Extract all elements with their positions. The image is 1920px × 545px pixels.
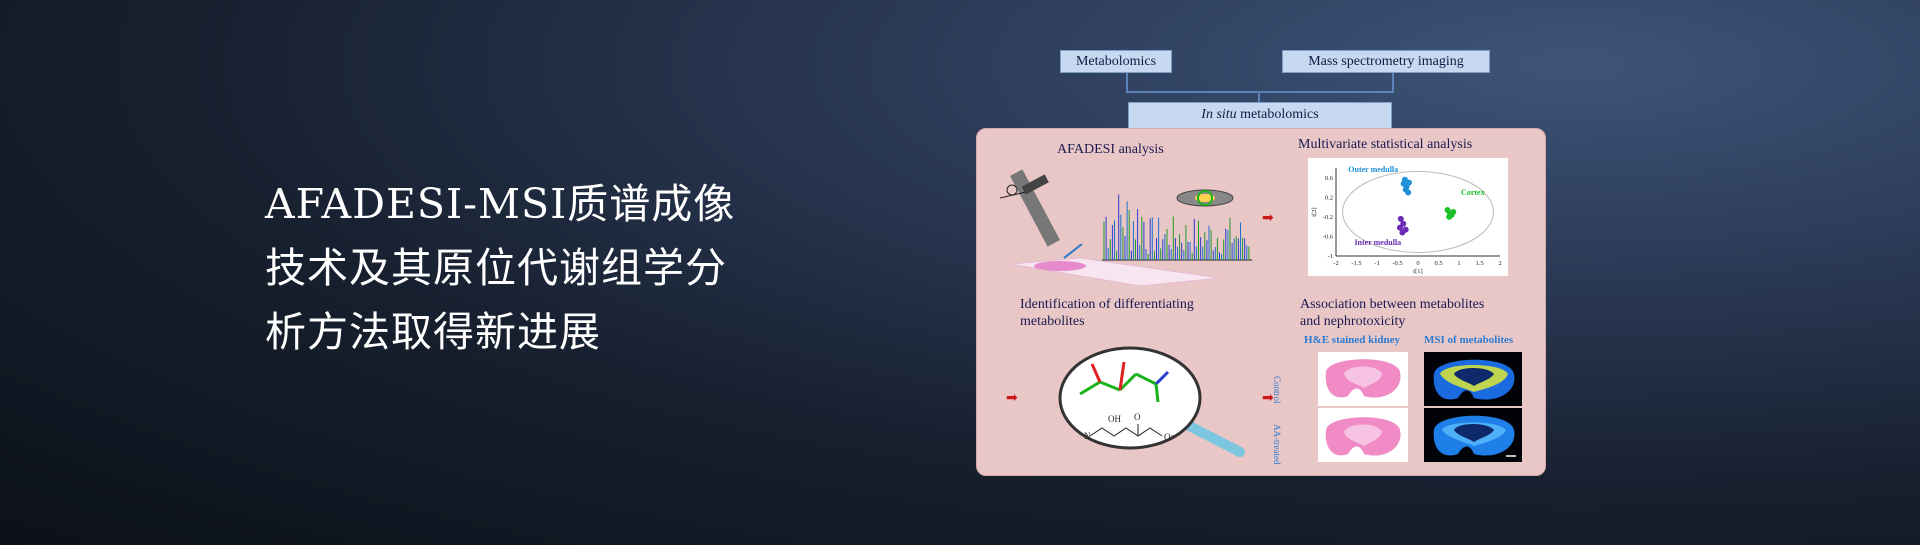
headline: AFADESI-MSI质谱成像 技术及其原位代谢组学分 析方法取得新进展 bbox=[265, 172, 825, 364]
association-line-1: Association between metabolites bbox=[1300, 297, 1485, 312]
y-tick-label: 0.2 bbox=[1325, 194, 1333, 201]
x-tick-label: -1.5 bbox=[1351, 260, 1361, 267]
multivariate-label: Multivariate statistical analysis bbox=[1298, 137, 1473, 152]
he-kidney-control bbox=[1318, 352, 1408, 406]
afadesi-illustration bbox=[999, 169, 1252, 287]
molecule-oh-label: OH bbox=[1108, 414, 1121, 424]
data-point bbox=[1405, 189, 1412, 196]
msi-kidney-control bbox=[1424, 352, 1522, 406]
molecule-n-label: N bbox=[1084, 431, 1091, 441]
headline-line-3: 析方法取得新进展 bbox=[265, 308, 601, 356]
data-point bbox=[1396, 224, 1403, 231]
x-tick-label: 2 bbox=[1498, 260, 1501, 267]
msi-kidney-treated bbox=[1424, 408, 1522, 462]
molecule-3d bbox=[1079, 361, 1170, 403]
data-point bbox=[1397, 215, 1404, 222]
metabolomics-box: Metabolomics bbox=[1060, 50, 1172, 73]
arrow-afadesi-to-stats: ➡ bbox=[1262, 210, 1274, 226]
in-situ-rest: metabolomics bbox=[1236, 107, 1319, 122]
in-situ-italic: In situ bbox=[1201, 107, 1237, 122]
x-tick-label: 0 bbox=[1416, 260, 1419, 267]
x-tick-label: 0.5 bbox=[1434, 260, 1442, 267]
he-label: H&E stained kidney bbox=[1304, 334, 1400, 346]
identification-line-1: Identification of differentiating bbox=[1020, 297, 1194, 312]
y-tick-label: -0.2 bbox=[1323, 214, 1333, 221]
series-label: Cortex bbox=[1461, 188, 1485, 197]
identification-label: Identification of differentiating metabo… bbox=[1020, 296, 1194, 330]
hotelling-ellipse bbox=[1342, 171, 1494, 253]
merge-stem bbox=[1258, 91, 1260, 102]
x-tick-label: 1.5 bbox=[1475, 260, 1483, 267]
he-kidney-treated bbox=[1318, 408, 1408, 462]
y-tick-label: -0.6 bbox=[1323, 233, 1334, 240]
msi-box: Mass spectrometry imaging bbox=[1282, 50, 1490, 73]
mass-spectrum bbox=[1103, 194, 1250, 260]
arrow-into-identification: ➡ bbox=[1006, 390, 1018, 406]
data-point bbox=[1399, 229, 1406, 236]
series-label: Outer medulla bbox=[1348, 165, 1398, 174]
y-tick-label: 0.6 bbox=[1325, 175, 1334, 182]
molecule-2d bbox=[1089, 424, 1163, 437]
molecule-ominus-label: O⁻ bbox=[1164, 432, 1175, 442]
series-label: Inter medulla bbox=[1354, 238, 1401, 247]
magnifier-lens bbox=[1058, 346, 1202, 450]
control-side-label: Control bbox=[1272, 376, 1282, 404]
transfer-arrow bbox=[1063, 243, 1083, 259]
identification-line-2: metabolites bbox=[1020, 314, 1085, 329]
data-point bbox=[1446, 213, 1453, 220]
x-axis-label: t[1] bbox=[1413, 268, 1422, 275]
score-plot: -2 -1.5 -1 -0.5 0 0.5 1 1.5 2 0.6 0.2 -0.2 -0.6 -1 t[1… bbox=[1311, 165, 1502, 275]
treated-side-label: AA-treated bbox=[1272, 424, 1282, 465]
msi-label: MSI of metabolites bbox=[1424, 334, 1514, 346]
arrow-identification-to-association: ➡ bbox=[1262, 390, 1274, 406]
identification-illustration: N OH O O⁻ bbox=[1058, 346, 1245, 457]
sprayer-head bbox=[1021, 174, 1049, 195]
x-tick-label: -2 bbox=[1333, 260, 1338, 267]
sample-spot bbox=[1034, 261, 1086, 271]
merge-bracket bbox=[1126, 73, 1394, 93]
voltage-symbol bbox=[1006, 184, 1018, 196]
association-line-2: and nephrotoxicity bbox=[1300, 314, 1406, 329]
association-label: Association between metabolites and neph… bbox=[1300, 296, 1484, 330]
x-tick-label: -0.5 bbox=[1392, 260, 1402, 267]
sprayer-body bbox=[1010, 169, 1060, 247]
ion-orbit bbox=[1197, 190, 1213, 206]
y-tick-label: -1 bbox=[1328, 253, 1333, 260]
data-point bbox=[1401, 176, 1408, 183]
x-tick-label: 1 bbox=[1457, 260, 1460, 267]
headline-line-2: 技术及其原位代谢组学分 bbox=[265, 244, 727, 292]
x-tick-label: -1 bbox=[1374, 260, 1379, 267]
in-situ-metabolomics-box: In situ metabolomics bbox=[1128, 102, 1392, 128]
headline-line-1: AFADESI-MSI质谱成像 bbox=[265, 180, 736, 228]
data-point bbox=[1450, 209, 1457, 215]
molecule-o-label: O bbox=[1134, 412, 1141, 422]
afadesi-label: AFADESI analysis bbox=[1057, 142, 1164, 157]
sample-slide bbox=[1009, 257, 1221, 287]
y-axis-label: t[2] bbox=[1311, 207, 1318, 216]
mass-analyzer-core bbox=[1195, 194, 1215, 202]
